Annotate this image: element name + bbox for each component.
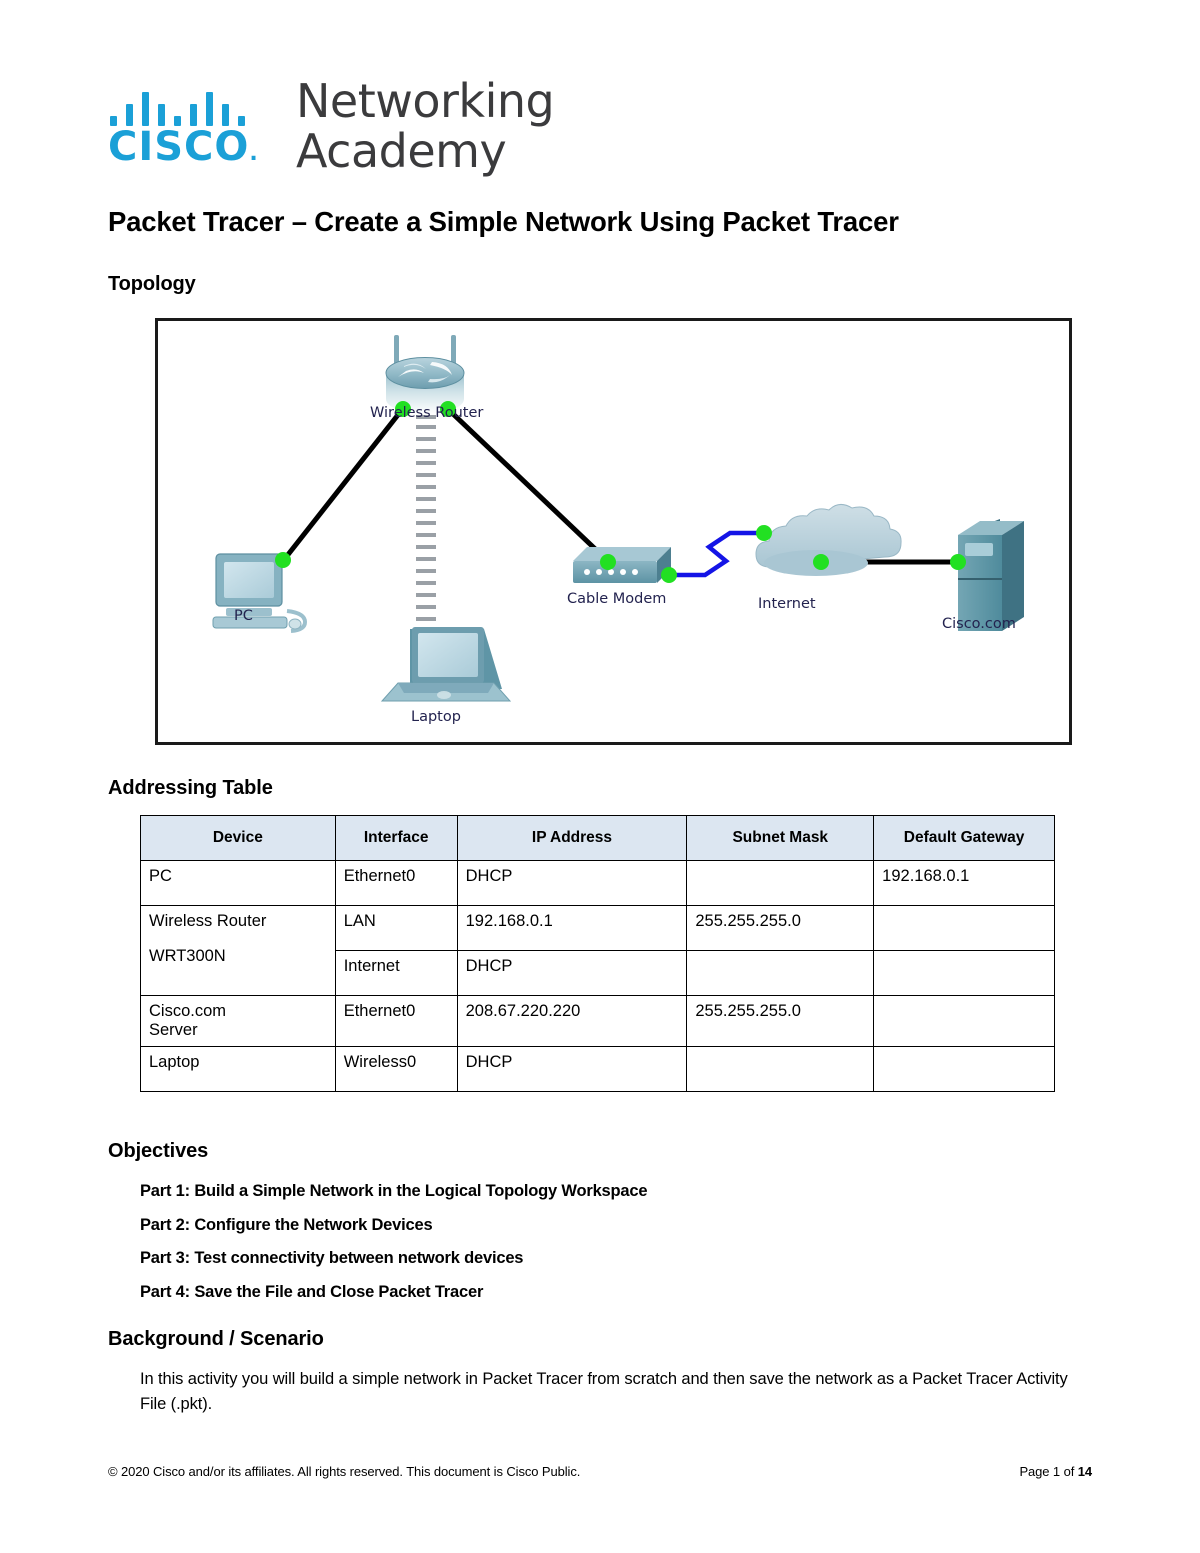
link-router-laptop-wireless [416,415,436,621]
section-heading-addressing-table: Addressing Table [108,777,273,799]
cisco-wordmark: CISCO. [108,124,259,170]
cloud-icon [755,504,902,576]
cisco-networking-academy-logo: CISCO. Networking Academy [108,72,555,178]
column-header-interface: Interface [334,815,458,861]
cell-ip: DHCP [456,860,688,906]
cell-device-line1: Cisco.com [149,1002,227,1020]
cell-ip: 208.67.220.220 [456,995,688,1047]
section-heading-background-scenario: Background / Scenario [108,1328,324,1350]
column-header-device: Device [140,815,336,861]
footer-page-number: Page 1 of 14 [1019,1464,1092,1479]
link-modem-internet [670,530,763,578]
link-status-dot [275,552,291,568]
cell-interface: Ethernet0 [334,995,458,1047]
cell-device: PC [140,860,336,906]
cell-mask [686,950,875,996]
cisco-bridge-bars-icon [110,84,258,126]
cell-ip: DHCP [456,950,688,996]
cell-device: Cisco.com Server [140,995,336,1047]
footer-page-prefix: Page 1 of [1019,1464,1078,1479]
desktop-pc-icon [212,553,308,633]
cell-mask [686,1046,875,1092]
objective-item-part-2: Part 2: Configure the Network Devices [140,1216,433,1234]
cell-device: Wireless Router WRT300N [140,905,336,996]
cell-device-line1: Wireless Router [149,912,267,930]
link-status-dot [813,554,829,570]
cisco-wordmark-text: CISCO [108,124,250,170]
cell-gateway [873,950,1055,996]
link-status-dot [440,401,456,417]
cisco-registered-dot: . [249,141,259,166]
topology-label-server: Cisco.com [942,616,1016,632]
wireless-router-icon [385,335,465,414]
link-status-dot [950,554,966,570]
table-row: Internet DHCP [141,950,1055,996]
table-row: PC Ethernet0 DHCP 192.168.0.1 [140,860,1055,906]
link-router-modem [448,409,612,565]
cell-interface: LAN [334,905,458,951]
networking-wordmark: Networking [296,74,555,128]
page-title: Packet Tracer – Create a Simple Network … [108,206,899,237]
link-status-dot [600,554,616,570]
link-pc-router [281,409,403,563]
cell-ip: DHCP [456,1046,688,1092]
cell-interface: Ethernet0 [334,860,458,906]
table-row: Laptop Wireless0 DHCP [140,1046,1055,1092]
footer-page-total: 14 [1077,1464,1092,1479]
cell-mask [686,860,875,906]
column-header-subnet-mask: Subnet Mask [686,815,875,861]
cell-gateway [873,1046,1055,1092]
cell-mask: 255.255.255.0 [686,905,875,951]
cell-interface: Internet [334,950,458,996]
table-header-row: Device Interface IP Address Subnet Mask … [140,815,1055,861]
cell-mask: 255.255.255.0 [686,995,875,1047]
section-heading-topology: Topology [108,273,196,295]
cell-device: Laptop [140,1046,336,1092]
column-header-ip-address: IP Address [456,815,688,861]
topology-label-cable-modem: Cable Modem [567,591,667,607]
background-paragraph: In this activity you will build a simple… [140,1370,1068,1413]
footer-copyright: © 2020 Cisco and/or its affiliates. All … [108,1464,581,1479]
cell-interface: Wireless0 [334,1046,458,1092]
topology-label-laptop: Laptop [411,709,461,725]
link-status-dot [661,567,677,583]
topology-diagram: Wireless Router PC Laptop Cable Modem In… [155,318,1072,745]
table-row: Cisco.com Server Ethernet0 208.67.220.22… [140,995,1055,1047]
objective-item-part-1: Part 1: Build a Simple Network in the Lo… [140,1182,648,1200]
laptop-icon [380,627,512,702]
table-row: Wireless Router WRT300N LAN 192.168.0.1 … [140,905,1055,996]
cell-device-line2: WRT300N [149,947,226,965]
cell-ip: 192.168.0.1 [456,905,688,951]
topology-label-internet: Internet [758,596,816,612]
column-header-default-gateway: Default Gateway [873,815,1055,861]
academy-wordmark: Academy [296,124,507,178]
objective-item-part-4: Part 4: Save the File and Close Packet T… [140,1283,484,1301]
section-heading-objectives: Objectives [108,1140,209,1162]
topology-label-pc: PC [234,608,253,624]
cable-modem-icon [573,547,671,583]
cell-gateway [873,995,1055,1047]
cell-gateway [873,905,1055,951]
server-icon [958,519,1024,631]
link-status-dot [756,525,772,541]
link-status-dot [395,401,411,417]
objective-item-part-3: Part 3: Test connectivity between networ… [140,1249,524,1267]
cell-gateway: 192.168.0.1 [873,860,1055,906]
topology-svg [212,335,1024,702]
topology-label-wireless-router: Wireless Router [370,405,484,421]
cell-device-line2: Server [149,1021,198,1039]
addressing-table: Device Interface IP Address Subnet Mask … [140,815,1055,1092]
